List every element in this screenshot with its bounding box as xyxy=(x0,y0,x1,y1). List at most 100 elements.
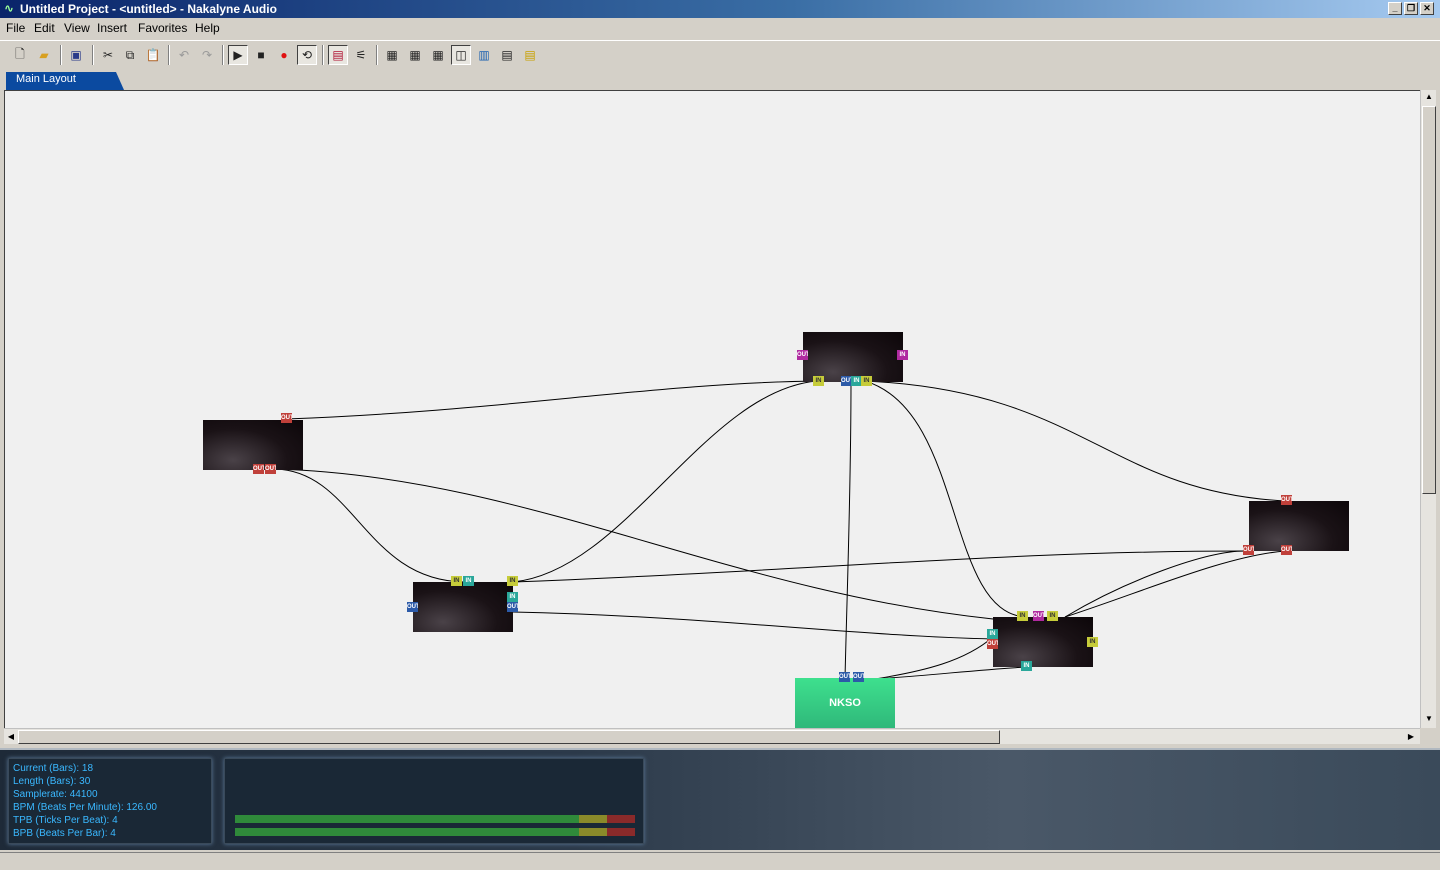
toolbar-separator xyxy=(92,45,94,65)
transport-info-panel: Current (Bars): 18 Length (Bars): 30 Sam… xyxy=(0,748,1440,850)
record-icon[interactable]: ● xyxy=(280,48,288,62)
output-port[interactable]: OUT xyxy=(1281,545,1292,555)
menu-file[interactable]: File xyxy=(6,21,26,35)
app-logo-icon: ∿ xyxy=(4,3,14,15)
view-4-icon[interactable]: ◫ xyxy=(451,45,471,65)
menu-edit[interactable]: Edit xyxy=(34,21,55,35)
paste-icon[interactable]: 📋 xyxy=(145,48,161,62)
left-level-meter xyxy=(235,815,635,823)
audio-output-port[interactable]: OUT xyxy=(507,602,518,612)
input-port[interactable]: IN xyxy=(1087,637,1098,647)
audio-output-port[interactable]: OUT xyxy=(839,672,850,682)
save-icon[interactable]: ▣ xyxy=(70,48,82,62)
input-port[interactable]: IN xyxy=(861,376,872,386)
connection-wires xyxy=(274,380,1286,680)
sampler-node[interactable]: OUT OUT OUT xyxy=(1243,495,1349,555)
output-port[interactable]: OUT xyxy=(987,639,998,649)
toolbar: 🗋 ▰ ▣ ✂ ⧉ 📋 ↶ ↷ ▶ ■ ● ⟲ ▤ ⚟ ▦ ▦ ▦ ◫ ▥ ▤ … xyxy=(0,40,1440,68)
scroll-up-icon[interactable]: ▲ xyxy=(1425,92,1433,101)
audio-input-port[interactable]: IN xyxy=(1021,661,1032,671)
output-port[interactable]: OUT xyxy=(1243,545,1254,555)
redo-icon[interactable]: ↷ xyxy=(201,48,213,62)
midi-output-port[interactable]: OUT xyxy=(797,350,808,360)
midi-output-port[interactable]: OUT xyxy=(1033,611,1044,621)
tpb-text: TPB (Ticks Per Beat): 4 xyxy=(13,815,118,826)
restore-button[interactable]: ❐ xyxy=(1404,2,1418,15)
horizontal-scrollbar[interactable]: ◀ ▶ xyxy=(4,728,1420,744)
wire xyxy=(512,550,1246,583)
scroll-down-icon[interactable]: ▼ xyxy=(1425,714,1433,723)
output-port[interactable]: OUT xyxy=(281,413,292,423)
input-port[interactable]: IN xyxy=(1047,611,1058,621)
current-bars-text: Current (Bars): 18 xyxy=(13,763,94,774)
samplerate-text: Samplerate: 44100 xyxy=(13,789,98,800)
stop-icon[interactable]: ■ xyxy=(257,48,265,62)
output-port[interactable]: OUT xyxy=(265,464,276,474)
audio-output-port[interactable]: OUT xyxy=(407,602,418,612)
audio-output-port[interactable]: OUT xyxy=(853,672,864,682)
bpb-text: BPB (Beats Per Bar): 4 xyxy=(13,828,116,839)
mixer-node[interactable]: OUT IN IN IN IN OUT xyxy=(407,576,518,632)
wire xyxy=(864,380,1026,618)
vertical-scrollbar[interactable]: ▲ ▼ xyxy=(1420,90,1436,728)
view-6-icon[interactable]: ▤ xyxy=(501,48,513,62)
mixer-icon[interactable]: ▤ xyxy=(328,45,348,65)
horizontal-scroll-thumb[interactable] xyxy=(18,730,1000,744)
effect-node[interactable]: OUT IN IN OUT IN IN xyxy=(797,332,908,386)
bpm-text: BPM (Beats Per Minute): 126.00 xyxy=(13,802,157,813)
filter-node[interactable]: IN OUT IN IN OUT IN IN xyxy=(987,611,1098,671)
wire xyxy=(1064,550,1286,618)
view-3-icon[interactable]: ▦ xyxy=(432,48,444,62)
wire xyxy=(874,666,1028,680)
output-node[interactable]: NKSO OUT OUT xyxy=(795,672,895,728)
level-meter-box xyxy=(224,758,644,844)
audio-input-port[interactable]: IN xyxy=(463,576,474,586)
audio-output-port[interactable]: OUT xyxy=(841,376,852,386)
input-port[interactable]: IN xyxy=(1017,611,1028,621)
undo-icon[interactable]: ↶ xyxy=(178,48,190,62)
wire xyxy=(512,611,994,640)
scroll-left-icon[interactable]: ◀ xyxy=(7,732,15,741)
minimize-button[interactable]: _ xyxy=(1388,2,1402,15)
input-port[interactable]: IN xyxy=(813,376,824,386)
status-bar xyxy=(0,852,1440,870)
output-node-label: NKSO xyxy=(829,697,861,709)
routing-canvas[interactable]: OUT OUT OUT OUT IN IN OUT IN IN OUT IN I… xyxy=(4,90,1420,728)
close-button[interactable]: ✕ xyxy=(1420,2,1434,15)
view-5-icon[interactable]: ▥ xyxy=(478,48,490,62)
play-icon[interactable]: ▶ xyxy=(228,45,248,65)
input-port[interactable]: IN xyxy=(451,576,462,586)
audio-input-port[interactable]: IN xyxy=(507,592,518,602)
wire xyxy=(285,380,818,420)
cut-icon[interactable]: ✂ xyxy=(102,48,114,62)
routing-icon[interactable]: ⚟ xyxy=(355,48,367,62)
wire xyxy=(844,380,852,680)
view-7-icon[interactable]: ▤ xyxy=(524,48,536,62)
scroll-right-icon[interactable]: ▶ xyxy=(1407,732,1415,741)
audio-input-port[interactable]: IN xyxy=(851,376,862,386)
view-2-icon[interactable]: ▦ xyxy=(409,48,421,62)
output-port[interactable]: OUT xyxy=(1281,495,1292,505)
tab-strip: Main Layout xyxy=(0,70,1440,90)
audio-input-port[interactable]: IN xyxy=(987,629,998,639)
output-port[interactable]: OUT xyxy=(253,464,264,474)
vertical-scroll-thumb[interactable] xyxy=(1422,106,1436,494)
menu-help[interactable]: Help xyxy=(195,21,220,35)
input-port[interactable]: IN xyxy=(507,576,518,586)
wire xyxy=(274,468,466,583)
generator-node[interactable]: OUT OUT OUT xyxy=(203,413,303,474)
menu-favorites[interactable]: Favorites xyxy=(138,21,188,35)
tab-main-layout[interactable]: Main Layout xyxy=(6,72,124,90)
toolbar-separator xyxy=(168,45,170,65)
length-bars-text: Length (Bars): 30 xyxy=(13,776,91,787)
midi-input-port[interactable]: IN xyxy=(897,350,908,360)
view-1-icon[interactable]: ▦ xyxy=(386,48,398,62)
menu-insert[interactable]: Insert xyxy=(97,21,128,35)
open-folder-icon[interactable]: ▰ xyxy=(39,48,49,62)
copy-icon[interactable]: ⧉ xyxy=(125,47,135,62)
menu-view[interactable]: View xyxy=(64,21,90,35)
loop-icon[interactable]: ⟲ xyxy=(297,45,317,65)
toolbar-separator xyxy=(376,45,378,65)
toolbar-separator xyxy=(322,45,324,65)
new-file-icon[interactable]: 🗋 xyxy=(15,46,25,61)
